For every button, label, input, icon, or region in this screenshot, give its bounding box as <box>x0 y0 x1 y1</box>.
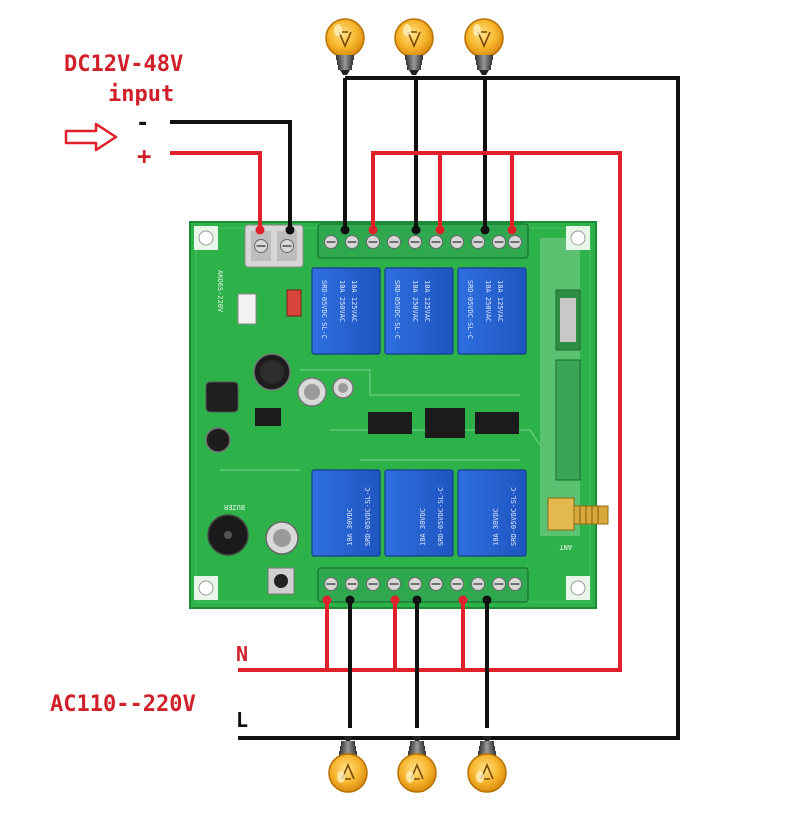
output-terminal-top <box>317 223 529 259</box>
light-bulb-icon <box>464 18 504 76</box>
svg-text:SRD-05VDC-SL-C: SRD-05VDC-SL-C <box>393 280 401 339</box>
lamp-bottom-2 <box>397 735 437 793</box>
wires <box>170 76 680 740</box>
learn-button <box>267 567 295 595</box>
light-bulb-icon <box>394 18 434 76</box>
relay-board: SRD-05VDC-SL-C 10A 250VAC 10A 125VAC SRD… <box>189 221 609 609</box>
mounting-hole <box>194 576 218 600</box>
output-terminal-bottom <box>317 567 529 603</box>
rf-receiver-module <box>540 238 581 536</box>
capacitor <box>297 377 327 407</box>
svg-text:ANT: ANT <box>559 543 572 551</box>
ac-live-wire <box>238 76 680 740</box>
regulator-ic <box>255 408 281 426</box>
dc-minus-label: - <box>136 111 149 136</box>
lamp-top-1 <box>325 18 365 76</box>
antenna-connector: ANT <box>547 497 609 551</box>
driver-ic <box>368 412 412 434</box>
diode <box>237 293 257 325</box>
mounting-hole <box>194 226 218 250</box>
light-bulb-icon <box>325 18 365 76</box>
svg-text:SRD-05VDC-SL-C: SRD-05VDC-SL-C <box>320 280 328 339</box>
dc-negative-wire <box>170 120 292 232</box>
relay: SRD-05VDC-SL-C 10A 250VAC 10A 125VAC <box>384 267 454 355</box>
svg-text:10A 30VDC: 10A 30VDC <box>419 508 427 546</box>
lamp-bottom-3 <box>467 735 507 793</box>
relay: SRD-05VDC-SL-C 10A 250VAC 10A 125VAC <box>457 267 527 355</box>
dc-positive-wire <box>170 151 262 232</box>
relay: SRD-05VDC-SL-C 10A 30VDC <box>384 469 454 557</box>
dc-input-label: input <box>108 82 174 107</box>
arrow-right-outline-icon <box>64 122 118 152</box>
svg-text:10A 250VAC: 10A 250VAC <box>484 280 492 322</box>
mounting-hole <box>566 226 590 250</box>
capacitor <box>332 377 354 399</box>
svg-text:AKO6S-220V: AKO6S-220V <box>216 270 224 313</box>
svg-text:10A 30VDC: 10A 30VDC <box>346 508 354 546</box>
relay: SRD-05VDC-SL-C 10A 250VAC 10A 125VAC <box>311 267 381 355</box>
svg-text:10A 125VAC: 10A 125VAC <box>496 280 504 322</box>
mounting-hole <box>566 576 590 600</box>
relay: SRD-05VDC-SL-C 10A 30VDC <box>311 469 381 557</box>
svg-text:10A 125VAC: 10A 125VAC <box>423 280 431 322</box>
svg-text:10A 125VAC: 10A 125VAC <box>350 280 358 322</box>
svg-text:SRD-05VDC-SL-C: SRD-05VDC-SL-C <box>364 487 372 546</box>
svg-text:10A 30VDC: 10A 30VDC <box>492 508 500 546</box>
dc-input-terminal <box>244 224 304 268</box>
microcontroller-ic <box>425 408 465 438</box>
svg-text:SRD-05VDC-SL-C: SRD-05VDC-SL-C <box>510 487 518 546</box>
light-bulb-icon <box>397 735 437 793</box>
light-bulb-icon <box>328 735 368 793</box>
lamp-bottom-1 <box>328 735 368 793</box>
ac-voltage-label: AC110--220V <box>50 692 196 717</box>
dc-voltage-label: DC12V-48V <box>64 52 183 77</box>
capacitor <box>205 427 231 453</box>
dc-plus-label: + <box>137 142 151 170</box>
light-bulb-icon <box>467 735 507 793</box>
lamp-top-3 <box>464 18 504 76</box>
svg-text:SRD-05VDC-SL-C: SRD-05VDC-SL-C <box>466 280 474 339</box>
live-label: L <box>236 708 248 732</box>
buzzer: BUZER <box>207 503 249 556</box>
fuse <box>286 289 302 317</box>
driver-ic <box>475 412 519 434</box>
svg-text:10A 250VAC: 10A 250VAC <box>338 280 346 322</box>
capacitor <box>265 521 299 555</box>
neutral-label: N <box>236 642 248 666</box>
relay: SRD-05VDC-SL-C 10A 30VDC <box>457 469 527 557</box>
svg-text:BUZER: BUZER <box>223 503 245 511</box>
capacitor <box>253 353 291 391</box>
inductor <box>205 381 239 413</box>
svg-text:SRD-05VDC-SL-C: SRD-05VDC-SL-C <box>437 487 445 546</box>
svg-text:10A 250VAC: 10A 250VAC <box>411 280 419 322</box>
lamp-top-2 <box>394 18 434 76</box>
